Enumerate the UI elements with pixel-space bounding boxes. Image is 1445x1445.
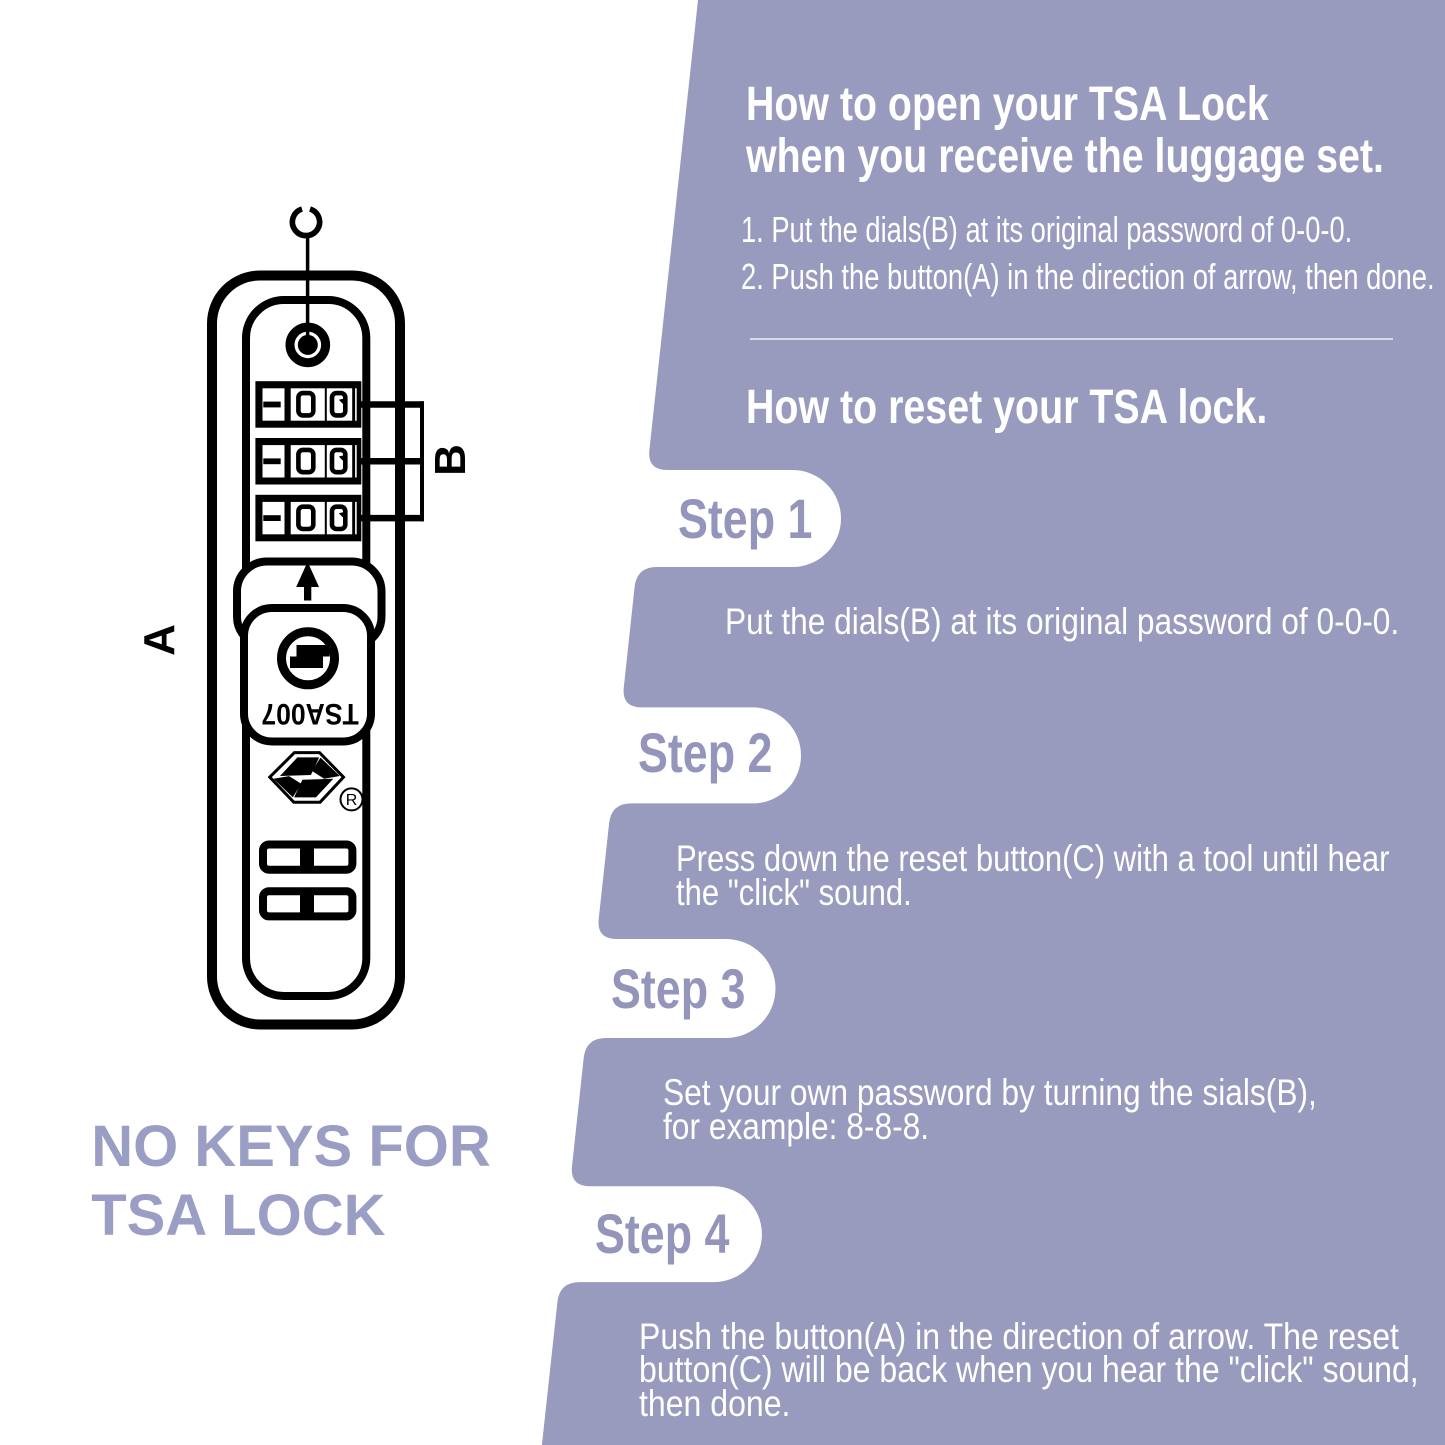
svg-text:R: R — [346, 792, 358, 809]
